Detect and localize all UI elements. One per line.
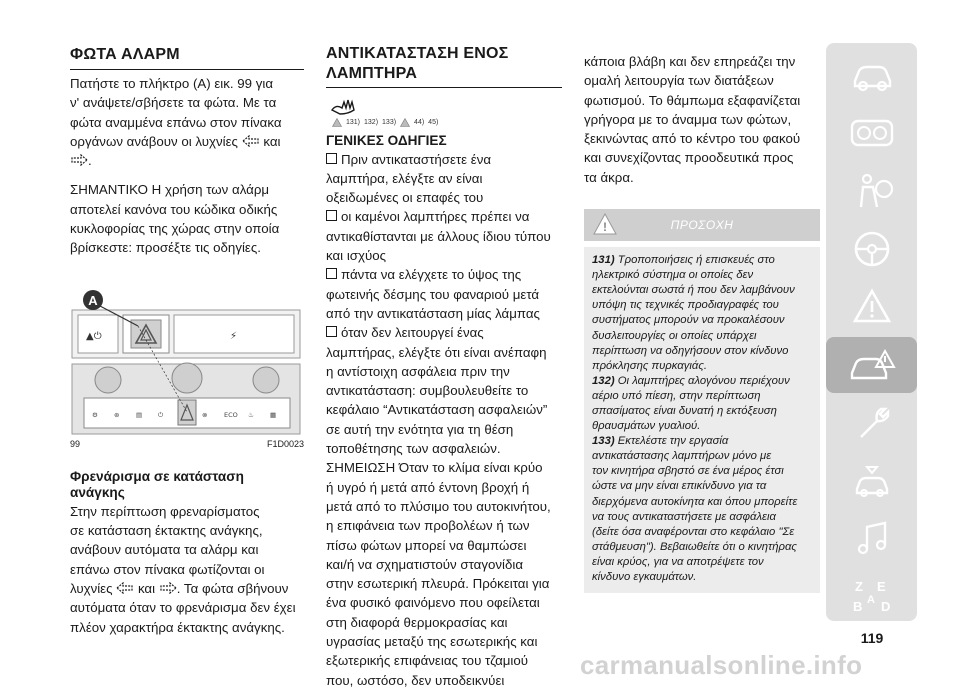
column-3: κάποια βλάβη και δεν επηρεάζει την ομαλή… [584,44,820,594]
dashboard-figure: ▲⏻ ⚡ A ⚙ ⊛ ▤ ⏻ ⊗ ECO ♨ ▦ 99 [70,287,304,453]
section-title-hazard-lights: ΦΩΤΑ ΑΛΑΡΜ [70,44,304,70]
svg-text:A: A [867,594,875,606]
watermark-text: carmanualsonline.info [580,650,863,680]
checkbox-bullet [326,210,337,222]
hands-tool-icon [330,96,358,116]
tools-car-icon[interactable] [826,453,917,509]
callout-a: A [88,293,98,308]
hazard-paragraph: Πατήστε το πλήκτρο (A) εικ. 99 για ν' αν… [70,76,282,169]
warning-body: 131) Τροποποιήσεις ή επισκευές στο ηλεκτ… [584,247,820,594]
page-number: 119 [860,630,884,646]
note-warning-icon [331,117,343,127]
right-turn-indicator-icon [70,152,88,167]
svg-text:⚡: ⚡ [230,331,237,342]
svg-text:⊛: ⊛ [114,411,119,419]
important-paragraph: ΣΗΜΑΝΤΙΚΟ Η χρήση των αλάρμ αποτελεί καν… [70,182,280,256]
media-note-icon[interactable] [826,511,917,567]
notes-references: 131) 132) 133) 44) 45) [331,117,562,127]
svg-text:D: D [881,599,890,614]
emergency-braking-paragraph: Στην περίπτωση φρεναρίσματος σε κατάστασ… [70,503,296,635]
svg-text:⏻: ⏻ [158,411,163,419]
figure-number: 99 [70,438,81,449]
checkbox-bullet [326,326,337,338]
general-instructions-list: Πριν αντικαταστήσετε ένα λαμπτήρα, ελέγξ… [326,150,562,690]
warning-triangle-icon: ! [593,213,617,240]
general-instructions-heading: ΓΕΝΙΚΕΣ ΟΔΗΓΙΕΣ [326,133,447,148]
svg-text:♨: ♨ [248,411,254,419]
list-item: οι καμένοι λαμπτήρες πρέπει να [326,207,562,226]
section-title-bulb-replacement: ΑΝΤΙΚΑΤΑΣΤΑΣΗ ΕΝΟΣ ΛΑΜΠΤΗΡΑ [326,44,562,88]
right-turn-indicator-icon [159,580,177,595]
dashboard-icon[interactable] [826,105,917,161]
warning-132: 132) Οι λαμπτήρες αλογόνου περιέχουν αέρ… [592,374,790,433]
checkbox-bullet [326,268,337,280]
steering-wheel-icon[interactable] [826,221,917,277]
svg-text:⊗: ⊗ [202,411,207,419]
warning-header: ! ΠΡΟΣΟΧΗ [584,209,820,242]
svg-text:ECO: ECO [224,411,238,419]
svg-text:⚙: ⚙ [92,411,98,419]
checkbox-bullet [326,152,337,164]
svg-text:Z: Z [855,579,863,594]
warning-131: 131) Τροποποιήσεις ή επισκευές στο ηλεκτ… [592,254,795,372]
warning-triangle-icon[interactable] [826,279,917,335]
svg-text:▤: ▤ [136,411,142,419]
wrench-icon[interactable] [826,395,917,451]
note-info-icon [400,117,411,127]
hazard-switch-illustration: ▲⏻ ⚡ A ⚙ ⊛ ▤ ⏻ ⊗ ECO ♨ ▦ [70,287,304,438]
continued-paragraph: κάποια βλάβη και δεν επηρεάζει την ομαλή… [584,54,801,185]
list-item: όταν δεν λειτουργεί ένας [326,323,562,342]
svg-text:B: B [853,599,862,614]
car-icon[interactable] [826,47,917,103]
left-turn-indicator-icon [116,580,134,595]
svg-text:▦: ▦ [270,411,276,419]
seatbelt-airbag-icon[interactable] [826,163,917,219]
svg-text:E: E [877,579,886,594]
svg-text:!: ! [603,220,607,234]
svg-text:▲⏻: ▲⏻ [86,331,102,342]
list-item: πάντα να ελέγχετε το ύψος της [326,265,562,284]
emergency-braking-heading: Φρενάρισμα σε κατάσταση ανάγκης [70,468,244,501]
figure-code: F1D0023 [266,438,304,449]
left-turn-indicator-icon [241,133,260,148]
warning-133: 133) Εκτελέστε την εργασία αντικατάσταση… [592,435,798,584]
warning-title: ΠΡΟΣΟΧΗ [670,218,734,233]
list-item: Πριν αντικαταστήσετε ένα [326,150,562,169]
column-2: ΑΝΤΙΚΑΤΑΣΤΑΣΗ ΕΝΟΣ ΛΑΜΠΤΗΡΑ 131) 132) 13… [326,44,562,690]
car-breakdown-icon[interactable] [826,337,917,393]
column-1: ΦΩΤΑ ΑΛΑΡΜ Πατήστε το πλήκτρο (A) εικ. 9… [70,44,304,637]
